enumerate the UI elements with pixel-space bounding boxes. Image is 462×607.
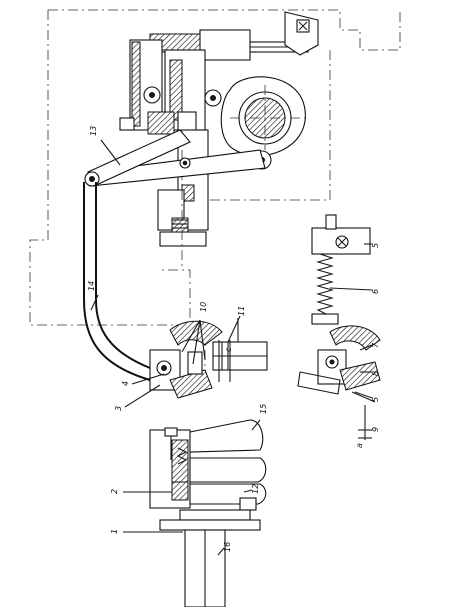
label-12: 12: [251, 484, 260, 494]
label-11: 11: [237, 306, 246, 316]
gripper-assembly: [149, 318, 268, 399]
leader-lines: [90, 139, 373, 556]
label-a: a: [355, 443, 364, 448]
label-13: 13: [89, 126, 98, 136]
label-9: 9: [371, 427, 380, 432]
lever-13: [84, 129, 266, 187]
label-16: 16: [223, 542, 232, 552]
label-1: 1: [110, 529, 119, 534]
detail-bracket: [297, 214, 381, 403]
roller-assembly: [149, 419, 267, 607]
label-2: 2: [110, 489, 119, 494]
label-c: c: [224, 347, 233, 352]
label-5-top: 5: [371, 243, 380, 248]
dimension-a: [358, 405, 372, 440]
label-6: 6: [371, 289, 380, 294]
eccentric-cam: [204, 76, 306, 170]
rod-14: [83, 182, 166, 383]
feed-rod-assembly: [119, 11, 319, 135]
label-5-bottom: 5: [371, 397, 380, 402]
label-3-left: 3: [114, 406, 123, 411]
label-10: 10: [199, 302, 208, 312]
label-14: 14: [87, 281, 96, 291]
label-4: 4: [121, 381, 130, 386]
label-15: 15: [259, 404, 268, 414]
label-8: 8: [371, 371, 380, 376]
label-7: 7: [371, 342, 380, 348]
vertical-column: [157, 129, 209, 270]
labels: 1 2 3 4 10 11 c 13 14 15 12 16 5 6 7 8 5…: [87, 126, 380, 552]
